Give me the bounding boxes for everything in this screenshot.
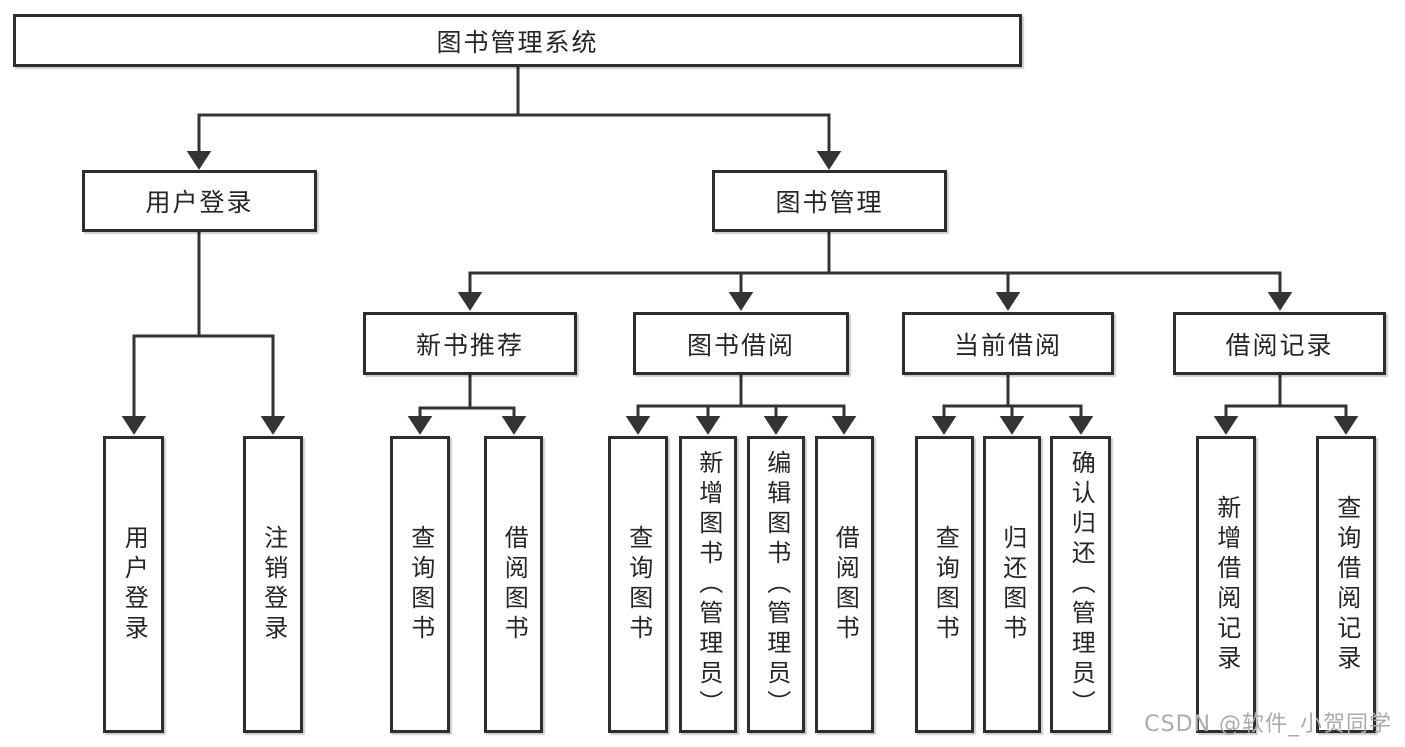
node-new-book-recommend: 新书推荐	[363, 312, 577, 375]
leaf-logout: 注销登录	[243, 436, 303, 733]
node-book-borrowing: 图书借阅	[633, 312, 849, 375]
leaf-user-login: 用户登录	[103, 436, 164, 733]
leaf-add-borrow-record: 新增借阅记录	[1196, 436, 1256, 733]
leaf-add-books-admin: 新增图书（管理员）	[679, 436, 737, 733]
leaf-query-books-3: 查询图书	[915, 436, 974, 733]
node-borrowing-records: 借阅记录	[1173, 312, 1386, 375]
leaf-query-books-3-label: 查询图书	[931, 524, 960, 645]
leaf-add-borrow-record-label: 新增借阅记录	[1212, 494, 1241, 675]
leaf-query-borrow-record-label: 查询借阅记录	[1332, 494, 1361, 675]
leaf-query-borrow-record: 查询借阅记录	[1316, 436, 1376, 733]
node-current-borrowing: 当前借阅	[902, 312, 1114, 375]
leaf-user-login-label: 用户登录	[120, 524, 149, 645]
node-root: 图书管理系统	[13, 14, 1022, 67]
leaf-logout-label: 注销登录	[259, 524, 288, 645]
leaf-borrow-books-2: 借阅图书	[815, 436, 874, 733]
leaf-borrow-books-1-label: 借阅图书	[500, 524, 529, 645]
leaf-query-books-2: 查询图书	[608, 436, 668, 733]
leaf-confirm-return-admin: 确认归还（管理员）	[1050, 436, 1111, 733]
leaf-query-books-1-label: 查询图书	[406, 524, 435, 645]
leaf-edit-books-admin: 编辑图书（管理员）	[747, 436, 805, 733]
leaf-query-books-2-label: 查询图书	[624, 524, 653, 645]
leaf-query-books-1: 查询图书	[390, 436, 450, 733]
leaf-confirm-return-admin-label: 确认归还（管理员）	[1067, 449, 1096, 720]
node-book-management: 图书管理	[712, 170, 947, 232]
leaf-borrow-books-1: 借阅图书	[484, 436, 543, 733]
leaf-add-books-admin-label: 新增图书（管理员）	[694, 449, 723, 720]
leaf-edit-books-admin-label: 编辑图书（管理员）	[762, 449, 791, 720]
node-user-login-group: 用户登录	[82, 170, 317, 232]
leaf-borrow-books-2-label: 借阅图书	[831, 524, 860, 645]
leaf-return-books-label: 归还图书	[998, 524, 1027, 645]
watermark: CSDN @软件_小贺同学	[1144, 712, 1392, 737]
leaf-return-books: 归还图书	[983, 436, 1041, 733]
